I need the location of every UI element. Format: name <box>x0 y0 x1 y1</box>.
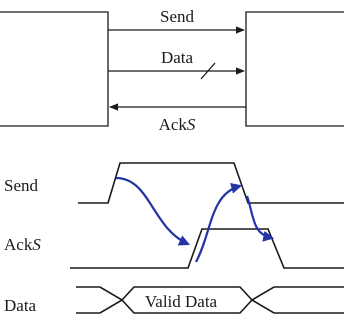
data-bus-slash <box>200 62 216 80</box>
send-waveform <box>78 162 344 204</box>
ack-label-suffix: S <box>187 115 196 134</box>
timing-diagram: Send AckS Data Valid Data <box>4 162 344 315</box>
block-diagram: Send Data AckS <box>0 7 344 134</box>
sender-block <box>0 11 109 127</box>
ack-label-text: Ack <box>159 115 188 134</box>
ack-signal-label: AckS <box>4 235 41 254</box>
data-bus-upper <box>76 286 344 302</box>
send-line-label: Send <box>160 7 195 26</box>
send-signal-label: Send <box>4 176 39 195</box>
ack-signal-suffix: S <box>32 235 41 254</box>
ack-signal-text: Ack <box>4 235 33 254</box>
data-bus-lower <box>76 298 344 314</box>
ack-waveform <box>70 228 344 269</box>
valid-data-label: Valid Data <box>145 292 218 311</box>
send-fall-to-ack-fall-arrow <box>245 195 275 242</box>
receiver-block <box>245 11 344 127</box>
ack-rise-to-send-fall-arrow <box>195 182 243 263</box>
send-rise-to-ack-rise-arrow <box>115 176 191 246</box>
data-line-label: Data <box>161 48 194 67</box>
ack-line-label: AckS <box>159 115 196 134</box>
data-signal-label: Data <box>4 296 37 315</box>
